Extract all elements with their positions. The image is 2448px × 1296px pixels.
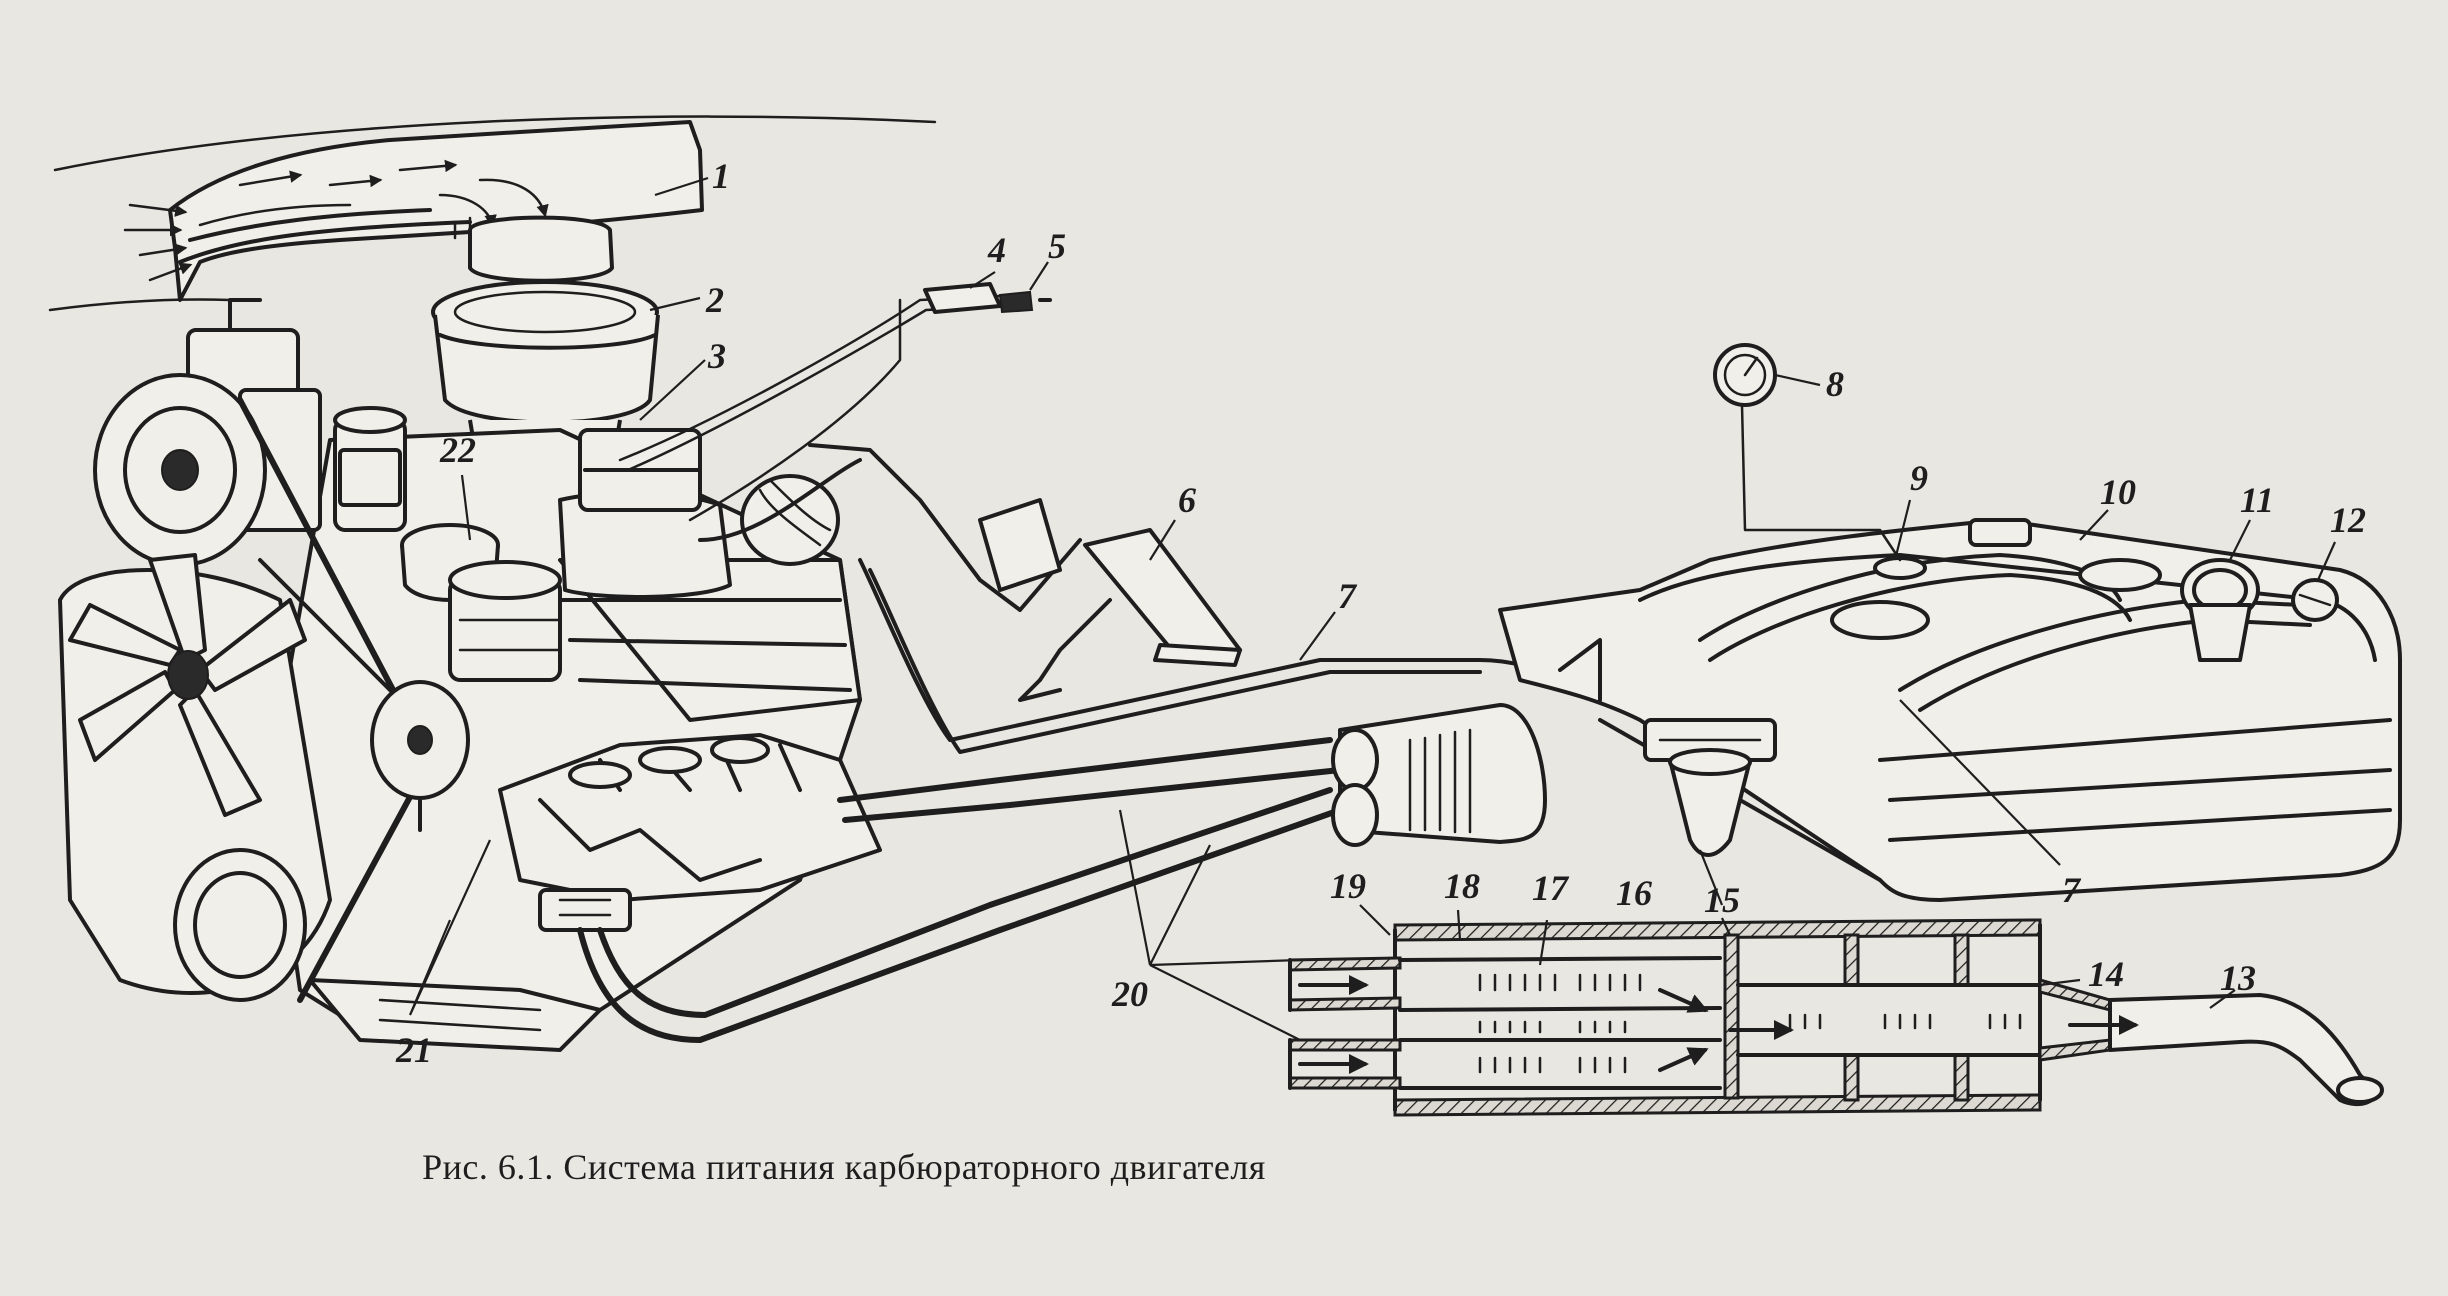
- figure-caption: Рис. 6.1. Система питания карбюраторного…: [0, 1146, 2448, 1188]
- throttle-linkage: [618, 282, 1242, 702]
- callout-7a: 7: [1338, 576, 1358, 616]
- leader-lines: [408, 176, 2337, 1041]
- callout-6: 6: [1178, 480, 1196, 520]
- callout-10: 10: [2100, 472, 2136, 512]
- callout-15: 15: [1704, 880, 1740, 920]
- muffler-cutaway: [1288, 918, 2384, 1117]
- callout-22: 22: [439, 430, 476, 470]
- callout-11: 11: [2240, 480, 2274, 520]
- callout-3: 3: [707, 336, 726, 376]
- callout-12: 12: [2330, 500, 2366, 540]
- fuel-filter: [1643, 718, 1777, 857]
- callout-9: 9: [1910, 458, 1928, 498]
- fuel-tank: [1498, 518, 2402, 902]
- callout-17: 17: [1532, 868, 1570, 908]
- arrow-right-icon: [1298, 975, 2139, 1074]
- callout-14: 14: [2088, 954, 2124, 994]
- callout-20: 20: [1111, 974, 1148, 1014]
- engine-block: [58, 298, 882, 1052]
- exhaust-pipes: [577, 703, 1547, 1043]
- callout-16: 16: [1616, 873, 1652, 913]
- callout-19: 19: [1330, 866, 1366, 906]
- callout-21: 21: [395, 1030, 432, 1070]
- callout-labels: 1 2 3 4 5 6 7 7 8 9 10 11 12 13 14 15 16…: [395, 156, 2366, 1070]
- callout-7b: 7: [2062, 870, 2082, 910]
- callout-8: 8: [1826, 364, 1844, 404]
- gauge-icon: [1713, 343, 1902, 562]
- callout-18: 18: [1444, 866, 1480, 906]
- air-intake-duct: [48, 115, 937, 312]
- cooling-fan: [68, 553, 307, 817]
- callout-5: 5: [1048, 226, 1066, 266]
- callout-4: 4: [987, 230, 1006, 270]
- figure-caption-text: Рис. 6.1. Система питания карбюраторного…: [422, 1147, 1266, 1187]
- callout-1: 1: [712, 156, 730, 196]
- air-filter: [431, 215, 660, 464]
- callout-13: 13: [2220, 958, 2256, 998]
- callout-2: 2: [705, 280, 724, 320]
